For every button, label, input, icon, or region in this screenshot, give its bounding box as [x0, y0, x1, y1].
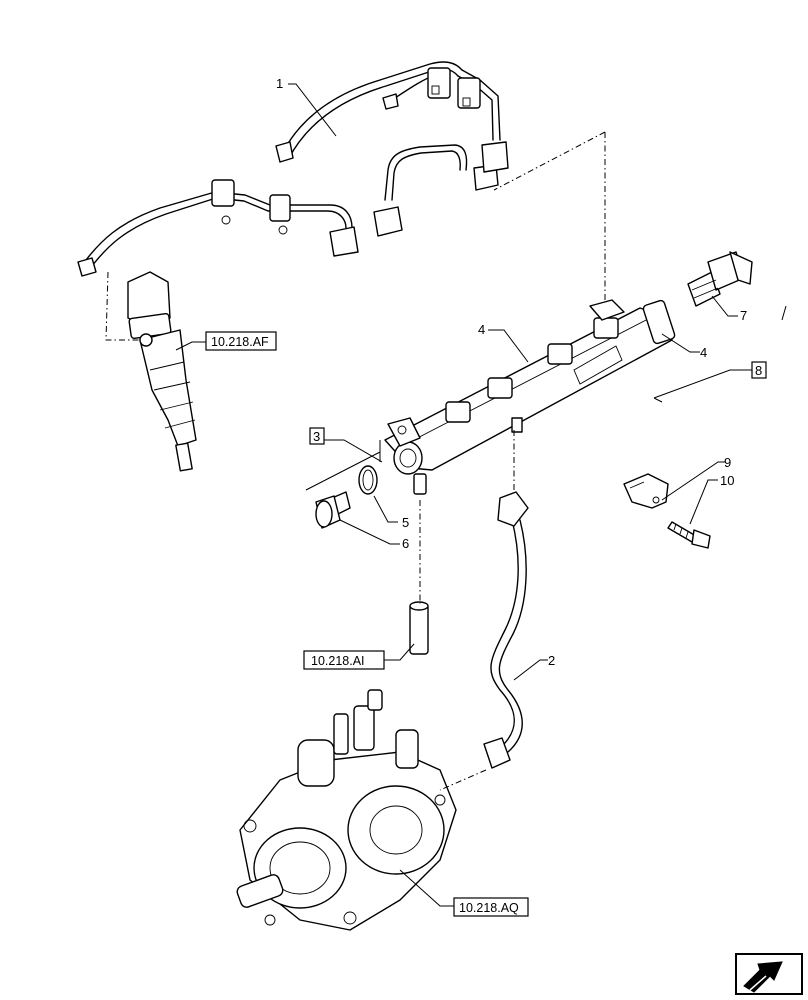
- ref-injector-label: 10.218.AF: [211, 335, 269, 349]
- callouts: 1 2 4 4 5 6 7 9 10: [276, 76, 747, 668]
- o-ring[interactable]: [358, 465, 378, 495]
- callout-1: 1: [276, 76, 283, 91]
- fuel-tube-stub[interactable]: [409, 601, 429, 655]
- group-8-label: 8: [755, 363, 762, 378]
- rail-outlets: [445, 299, 625, 423]
- callout-4a: 4: [478, 322, 485, 337]
- callout-7: 7: [740, 308, 747, 323]
- ref-injector[interactable]: 10.218.AF: [205, 331, 277, 351]
- callout-4b: 4: [700, 345, 707, 360]
- group-8: 8: [751, 361, 767, 379]
- callout-5: 5: [402, 515, 409, 530]
- plug[interactable]: [315, 491, 351, 529]
- injector[interactable]: [127, 271, 197, 472]
- high-pressure-pipe[interactable]: [483, 491, 529, 769]
- ref-pump-label: 10.218.AQ: [459, 901, 519, 915]
- callout-9: 9: [724, 455, 731, 470]
- arrow-icon[interactable]: [735, 953, 803, 995]
- fuel-pump[interactable]: [236, 689, 457, 931]
- callout-10: 10: [720, 473, 734, 488]
- group-3: 3: [309, 427, 325, 445]
- callout-6: 6: [402, 536, 409, 551]
- leader-lines: [175, 83, 787, 907]
- common-rail[interactable]: [384, 299, 676, 495]
- ref-tube[interactable]: 10.218.AI: [303, 650, 385, 670]
- assembly-lines: [105, 131, 606, 791]
- injector-pipe-harness[interactable]: [77, 61, 509, 277]
- bolt[interactable]: [667, 521, 711, 549]
- callout-2: 2: [548, 653, 555, 668]
- rail-pressure-sensor[interactable]: [687, 251, 753, 307]
- clip-bracket[interactable]: [623, 473, 669, 509]
- ref-tube-label: 10.218.AI: [311, 654, 365, 668]
- ref-pump[interactable]: 10.218.AQ: [453, 897, 529, 917]
- group-3-label: 3: [313, 429, 320, 444]
